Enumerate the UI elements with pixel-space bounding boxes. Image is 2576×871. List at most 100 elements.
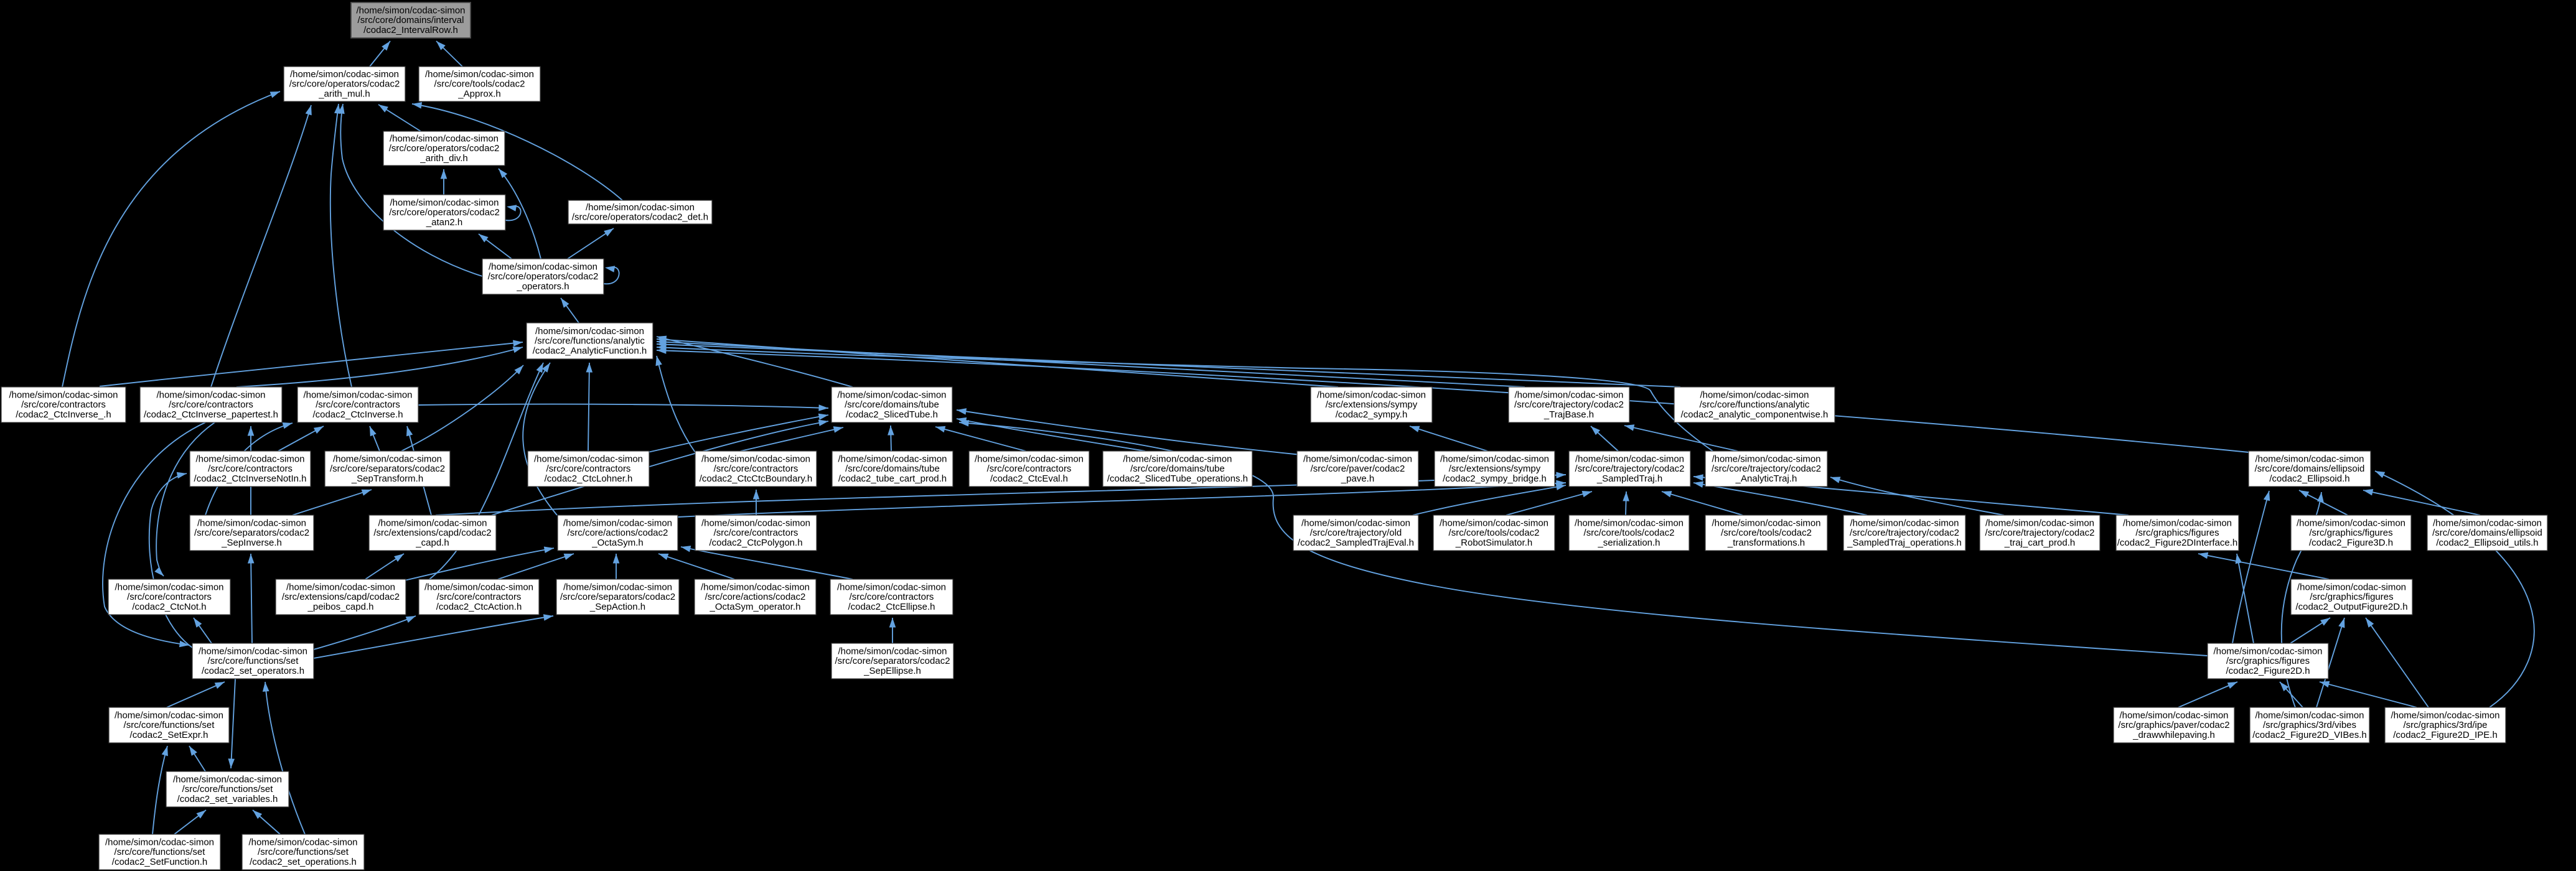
svg-text:_AnalyticTraj.h: _AnalyticTraj.h <box>1735 473 1797 484</box>
svg-text:/home/simon/codac-simon: /home/simon/codac-simon <box>197 518 306 529</box>
svg-text:/src/core/contractors: /src/core/contractors <box>987 463 1072 474</box>
svg-text:/codac2_CtcCtcBoundary.h: /codac2_CtcCtcBoundary.h <box>700 473 813 484</box>
svg-text:/codac2_Figure3D.h: /codac2_Figure3D.h <box>2309 538 2393 548</box>
svg-text:_atan2.h: _atan2.h <box>426 217 462 228</box>
svg-text:/codac2_CtcInverse_papertest.h: /codac2_CtcInverse_papertest.h <box>144 409 278 420</box>
svg-text:/codac2_Figure2D_IPE.h: /codac2_Figure2D_IPE.h <box>2393 730 2498 740</box>
svg-text:/codac2_CtcAction.h: /codac2_CtcAction.h <box>436 602 522 612</box>
svg-text:_RobotSimulator.h: _RobotSimulator.h <box>1455 538 1532 548</box>
svg-text:/home/simon/codac-simon: /home/simon/codac-simon <box>199 646 307 657</box>
svg-text:/home/simon/codac-simon: /home/simon/codac-simon <box>586 202 695 213</box>
svg-text:/src/core/tools/codac2: /src/core/tools/codac2 <box>1584 528 1675 538</box>
svg-text:/src/graphics/figures: /src/graphics/figures <box>2135 528 2219 538</box>
svg-text:/src/core/trajectory/codac2: /src/core/trajectory/codac2 <box>1985 528 2095 538</box>
svg-text:/src/core/separators/codac2: /src/core/separators/codac2 <box>330 463 445 474</box>
svg-text:/codac2_sympy_bridge.h: /codac2_sympy_bridge.h <box>1443 473 1547 484</box>
svg-text:_peibos_capd.h: _peibos_capd.h <box>307 602 374 612</box>
svg-text:/codac2_SetFunction.h: /codac2_SetFunction.h <box>112 857 207 867</box>
svg-text:/home/simon/codac-simon: /home/simon/codac-simon <box>535 326 644 337</box>
svg-text:/src/core/contractors: /src/core/contractors <box>316 399 400 410</box>
svg-text:/home/simon/codac-simon: /home/simon/codac-simon <box>248 837 357 848</box>
svg-text:/src/core/domains/tube: /src/core/domains/tube <box>845 463 940 474</box>
svg-text:/src/core/functions/set: /src/core/functions/set <box>182 784 274 794</box>
svg-text:/src/core/separators/codac2: /src/core/separators/codac2 <box>560 592 675 602</box>
svg-text:/home/simon/codac-simon: /home/simon/codac-simon <box>356 6 465 16</box>
svg-text:_drawwhilepaving.h: _drawwhilepaving.h <box>2132 730 2215 740</box>
svg-text:/codac2_Figure2D.h: /codac2_Figure2D.h <box>2226 666 2310 676</box>
svg-text:/codac2_Ellipsoid_utils.h: /codac2_Ellipsoid_utils.h <box>2436 538 2538 548</box>
svg-text:_operators.h: _operators.h <box>516 281 569 292</box>
svg-text:/codac2_Ellipsoid.h: /codac2_Ellipsoid.h <box>2269 473 2349 484</box>
svg-text:/home/simon/codac-simon: /home/simon/codac-simon <box>1575 518 1684 529</box>
svg-text:/src/core/domains/tube: /src/core/domains/tube <box>845 399 939 410</box>
svg-text:/codac2_Figure2DInterface.h: /codac2_Figure2DInterface.h <box>2117 538 2237 548</box>
svg-text:/src/core/functions/set: /src/core/functions/set <box>258 847 349 857</box>
svg-text:_arith_mul.h: _arith_mul.h <box>318 88 370 99</box>
svg-text:/src/extensions/sympy: /src/extensions/sympy <box>1449 463 1541 474</box>
svg-text:/src/graphics/paver/codac2: /src/graphics/paver/codac2 <box>2118 720 2229 730</box>
svg-text:/codac2_set_operations.h: /codac2_set_operations.h <box>250 857 357 867</box>
svg-text:/home/simon/codac-simon: /home/simon/codac-simon <box>2391 710 2499 721</box>
svg-text:/src/core/contractors: /src/core/contractors <box>437 592 522 602</box>
svg-text:/src/core/operators/codac2: /src/core/operators/codac2 <box>289 79 400 90</box>
svg-text:/src/core/operators/codac2_det: /src/core/operators/codac2_det.h <box>572 212 708 223</box>
svg-text:/home/simon/codac-simon: /home/simon/codac-simon <box>2297 518 2405 529</box>
svg-text:/src/extensions/sympy: /src/extensions/sympy <box>1326 399 1418 410</box>
svg-text:/home/simon/codac-simon: /home/simon/codac-simon <box>378 518 487 529</box>
svg-text:/src/core/separators/codac2: /src/core/separators/codac2 <box>194 528 309 538</box>
svg-text:_SepAction.h: _SepAction.h <box>589 602 645 612</box>
svg-text:/src/extensions/capd/codac2: /src/extensions/capd/codac2 <box>282 592 400 602</box>
svg-text:/src/core/contractors: /src/core/contractors <box>714 463 799 474</box>
svg-text:/home/simon/codac-simon: /home/simon/codac-simon <box>195 454 304 465</box>
svg-text:/src/core/functions/set: /src/core/functions/set <box>208 656 299 666</box>
svg-text:/home/simon/codac-simon: /home/simon/codac-simon <box>1700 390 1809 401</box>
svg-text:_transformations.h: _transformations.h <box>1727 538 1805 548</box>
svg-text:/home/simon/codac-simon: /home/simon/codac-simon <box>390 133 499 144</box>
svg-text:_capd.h: _capd.h <box>415 538 449 548</box>
svg-text:/src/core/contractors: /src/core/contractors <box>21 399 106 410</box>
svg-text:/src/core/contractors: /src/core/contractors <box>208 463 293 474</box>
svg-text:/src/graphics/figures: /src/graphics/figures <box>2309 528 2392 538</box>
svg-text:/codac2_tube_cart_prod.h: /codac2_tube_cart_prod.h <box>838 473 947 484</box>
svg-text:/home/simon/codac-simon: /home/simon/codac-simon <box>9 390 118 401</box>
svg-text:/codac2_set_operators.h: /codac2_set_operators.h <box>202 666 304 676</box>
svg-text:/codac2_sympy.h: /codac2_sympy.h <box>1336 409 1408 420</box>
svg-text:/home/simon/codac-simon: /home/simon/codac-simon <box>2213 646 2322 657</box>
svg-text:/home/simon/codac-simon: /home/simon/codac-simon <box>425 69 534 80</box>
svg-text:/home/simon/codac-simon: /home/simon/codac-simon <box>1575 454 1684 465</box>
svg-text:/home/simon/codac-simon: /home/simon/codac-simon <box>2123 518 2232 529</box>
svg-text:/src/graphics/figures: /src/graphics/figures <box>2226 656 2310 666</box>
svg-text:/src/core/trajectory/codac2: /src/core/trajectory/codac2 <box>1575 463 1685 474</box>
svg-text:/home/simon/codac-simon: /home/simon/codac-simon <box>1440 518 1548 529</box>
svg-text:_serialization.h: _serialization.h <box>1597 538 1660 548</box>
svg-text:/home/simon/codac-simon: /home/simon/codac-simon <box>2297 582 2406 593</box>
svg-text:/src/core/actions/codac2: /src/core/actions/codac2 <box>705 592 806 602</box>
svg-text:/codac2_CtcInverse_.h: /codac2_CtcInverse_.h <box>16 409 111 420</box>
svg-text:_SampledTraj_operations.h: _SampledTraj_operations.h <box>1847 538 1962 548</box>
svg-text:/src/core/trajectory/codac2: /src/core/trajectory/codac2 <box>1712 463 1821 474</box>
svg-text:/home/simon/codac-simon: /home/simon/codac-simon <box>303 390 412 401</box>
svg-text:/home/simon/codac-simon: /home/simon/codac-simon <box>2119 710 2228 721</box>
svg-text:/src/extensions/capd/codac2: /src/extensions/capd/codac2 <box>373 528 491 538</box>
svg-text:_SepTransform.h: _SepTransform.h <box>351 473 423 484</box>
svg-text:_traj_cart_prod.h: _traj_cart_prod.h <box>2004 538 2075 548</box>
svg-text:/home/simon/codac-simon: /home/simon/codac-simon <box>701 582 810 593</box>
svg-text:/home/simon/codac-simon: /home/simon/codac-simon <box>838 646 947 657</box>
svg-text:/src/core/functions/analytic: /src/core/functions/analytic <box>535 336 645 347</box>
svg-text:/home/simon/codac-simon: /home/simon/codac-simon <box>1440 454 1549 465</box>
svg-text:/home/simon/codac-simon: /home/simon/codac-simon <box>286 582 395 593</box>
svg-text:/home/simon/codac-simon: /home/simon/codac-simon <box>390 197 499 208</box>
svg-text:/codac2_CtcEllipse.h: /codac2_CtcEllipse.h <box>848 602 935 612</box>
svg-text:_Approx.h: _Approx.h <box>457 88 500 99</box>
svg-text:/home/simon/codac-simon: /home/simon/codac-simon <box>534 454 643 465</box>
svg-text:/codac2_CtcNot.h: /codac2_CtcNot.h <box>132 602 206 612</box>
svg-text:/home/simon/codac-simon: /home/simon/codac-simon <box>2433 518 2542 529</box>
svg-text:/codac2_SlicedTube_operations.: /codac2_SlicedTube_operations.h <box>1107 473 1248 484</box>
svg-text:/src/core/trajectory/codac2: /src/core/trajectory/codac2 <box>1850 528 1959 538</box>
svg-text:/home/simon/codac-simon: /home/simon/codac-simon <box>1712 518 1820 529</box>
svg-text:/codac2_SetExpr.h: /codac2_SetExpr.h <box>130 730 208 740</box>
svg-text:/src/graphics/3rd/vibes: /src/graphics/3rd/vibes <box>2263 720 2356 730</box>
svg-text:/home/simon/codac-simon: /home/simon/codac-simon <box>115 582 223 593</box>
svg-text:/home/simon/codac-simon: /home/simon/codac-simon <box>2255 454 2364 465</box>
svg-text:/home/simon/codac-simon: /home/simon/codac-simon <box>1123 454 1232 465</box>
